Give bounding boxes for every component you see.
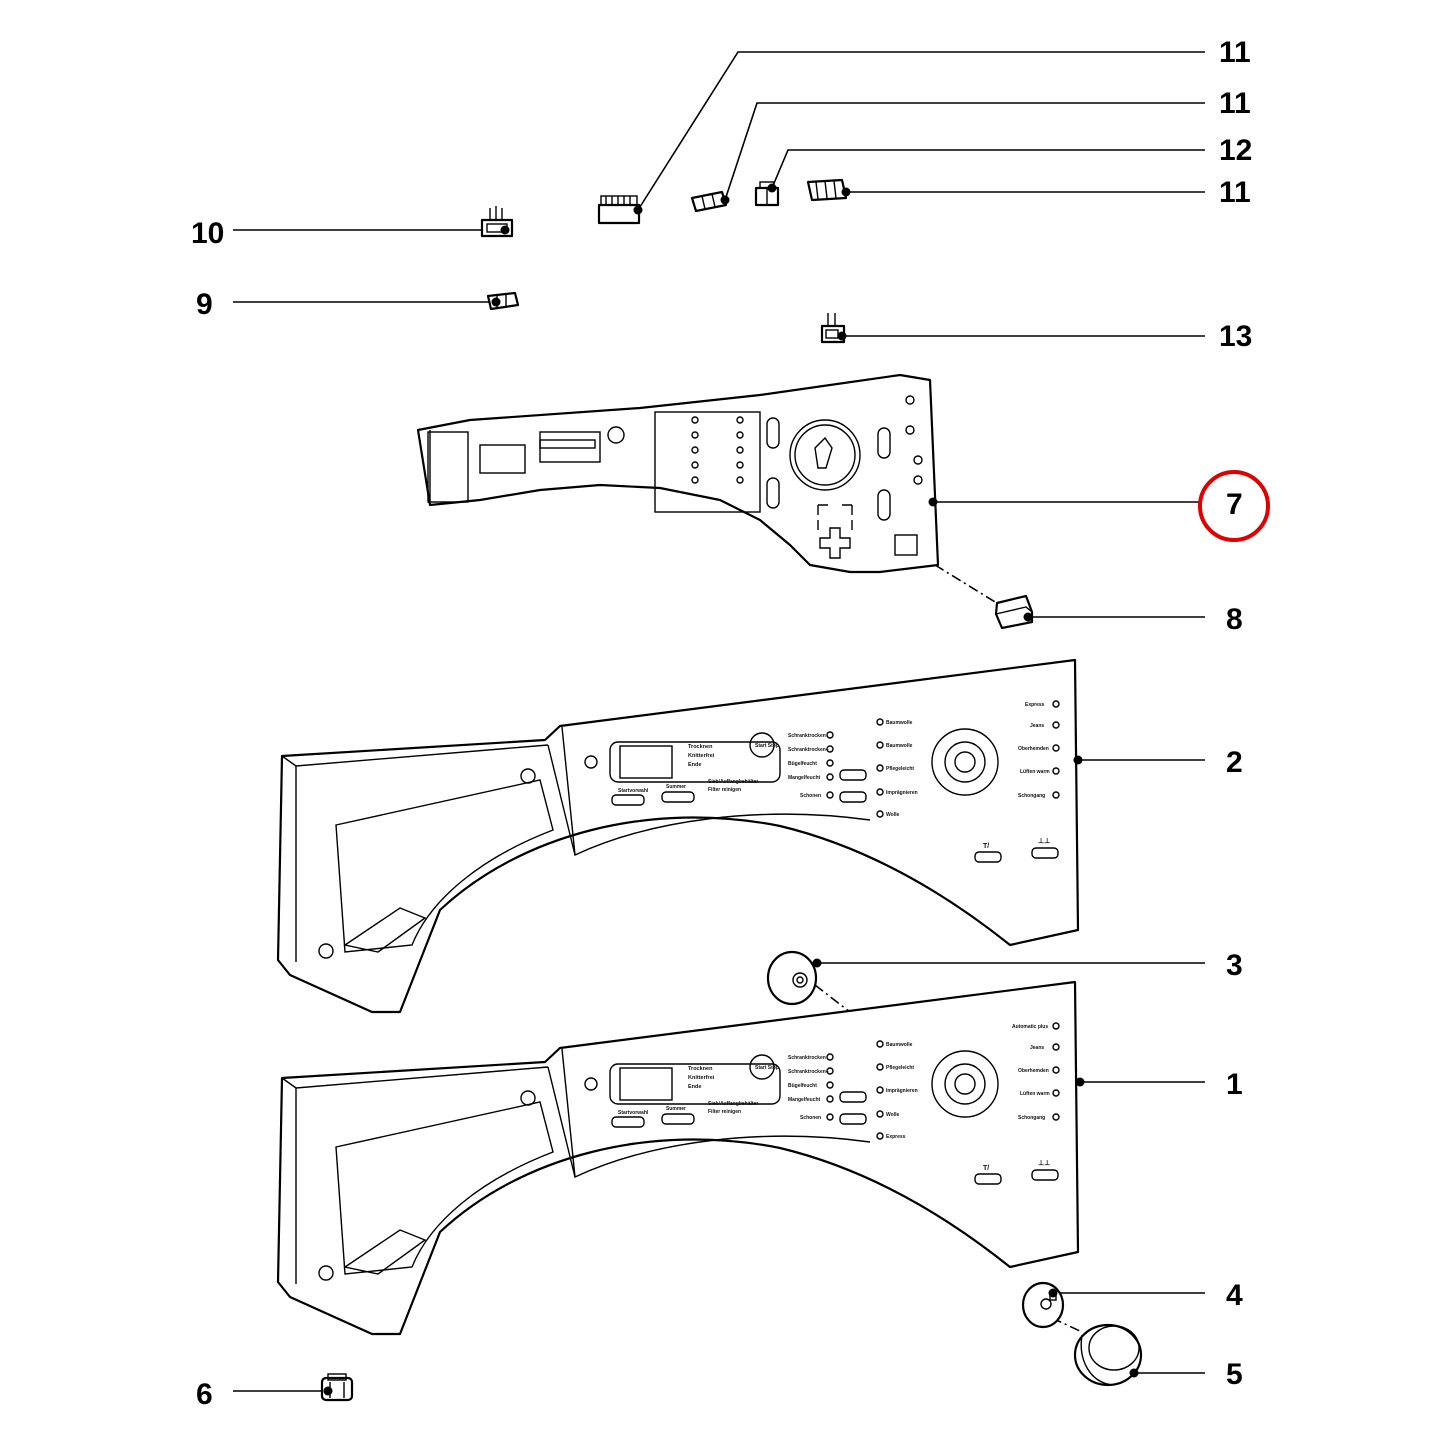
panel2-right-option-4: Schongang: [1018, 793, 1045, 799]
panel1-right-option-4: Schongang: [1018, 1115, 1045, 1121]
highlight-circle: [1198, 470, 1270, 542]
panel2-mid-option-1: Baumwolle: [886, 743, 913, 749]
panel2-mid-option-0: Baumwolle: [886, 720, 913, 726]
panel1-mid-option-3: Wolle: [886, 1112, 899, 1118]
panel2-display-label-1: Knitterfrei: [688, 753, 715, 759]
panel1-left-option-0: Schranktrocken: [788, 1055, 826, 1061]
knob-disc-part-4: [1021, 1281, 1065, 1329]
callout-3: 3: [1226, 949, 1243, 982]
leader-12: [771, 149, 1205, 189]
panel1-button-label-1: Summer: [666, 1106, 686, 1112]
panel1-mid-option-1: Pflegeleicht: [886, 1065, 914, 1071]
callout-11-third: 11: [1219, 176, 1251, 209]
leader-dots: [323, 183, 1139, 1396]
callout-6: 6: [196, 1378, 213, 1411]
knob-insert-part-3: [766, 950, 818, 1006]
panel1-mid-option-2: Imprägnieren: [886, 1088, 918, 1094]
leader-lines: [233, 51, 1205, 1392]
panel2-button-label-1: Summer: [666, 784, 686, 790]
callout-13: 13: [1219, 320, 1253, 353]
callout-7: 7: [1226, 488, 1243, 521]
connector-part-11-small: [690, 190, 728, 213]
panel2-key-right: ⊥⊥: [1038, 837, 1050, 845]
panel1-right-option-2: Oberhemden: [1018, 1068, 1049, 1074]
panel2-right-option-1: Jeans: [1030, 723, 1044, 729]
panel2-button-label-0: Startvorwahl: [618, 788, 649, 794]
panel2-left-option-0: Schranktrocken: [788, 733, 826, 739]
callout-8: 8: [1226, 603, 1243, 636]
panel1-right-option-3: Lüften warm: [1020, 1091, 1050, 1097]
leader-11-top: [637, 51, 1205, 211]
electronic-module-part-7: [416, 373, 940, 574]
panel1-left-option-4: Schonen: [800, 1115, 821, 1121]
callout-11-top: 11: [1219, 36, 1251, 69]
callout-9: 9: [196, 288, 213, 321]
panel2-right-option-3: Lüften warm: [1020, 769, 1050, 775]
connector-part-13: [820, 313, 846, 344]
callout-5: 5: [1226, 1358, 1243, 1391]
panel1-display-label-0: Trocknen: [688, 1066, 713, 1072]
panel2-status-label-0: Sieb/Auffangbehälter: [708, 779, 758, 785]
connector-part-11-large: [597, 195, 641, 225]
panel2-right-option-2: Oberhemden: [1018, 746, 1049, 752]
panel2-display-label-2: Ende: [688, 762, 701, 768]
panel1-left-option-3: Mangelfeucht: [788, 1097, 821, 1103]
panel2-display-label-0: Trocknen: [688, 744, 713, 750]
callout-1: 1: [1226, 1068, 1243, 1101]
panel2-left-option-3: Mangelfeucht: [788, 775, 821, 781]
panel1-left-option-2: Bügelfeucht: [788, 1083, 817, 1089]
callout-12: 12: [1219, 134, 1253, 167]
leader-11-second: [724, 102, 1205, 201]
panel1-display-label-1: Knitterfrei: [688, 1075, 715, 1081]
panel2-mid-option-3: Imprägnieren: [886, 790, 918, 796]
panel1-left-option-1: Schranktrocken+: [788, 1069, 829, 1075]
panel1-mid-option-4: Express: [886, 1134, 906, 1140]
panel2-status-label-1: Filter reinigen: [708, 787, 741, 793]
control-panel-part-1: [276, 980, 1080, 1336]
panel2-left-option-1: Schranktrocken+: [788, 747, 829, 753]
panel2-mid-option-4: Wolle: [886, 812, 899, 818]
panel1-button-label-0: Startvorwahl: [618, 1110, 649, 1116]
panel-2-labels: Trocknen Knitterfrei Ende Start Stop Sta…: [618, 702, 1050, 850]
control-panel-part-2: [276, 658, 1080, 1014]
panel1-status-label-1: Filter reinigen: [708, 1109, 741, 1115]
panel1-right-option-0: Automatic plus: [1012, 1024, 1048, 1030]
callout-2: 2: [1226, 746, 1243, 779]
axis-3-to-panel: [814, 984, 851, 1013]
callout-11-second: 11: [1219, 87, 1251, 120]
callout-10: 10: [191, 217, 225, 250]
panel2-right-option-0: Express: [1025, 702, 1045, 708]
panel2-key-left: T/: [983, 843, 989, 850]
panel1-key-left: T/: [983, 1165, 989, 1172]
callout-4: 4: [1226, 1279, 1243, 1312]
panel-1-labels: Trocknen Knitterfrei Ende Start Stop Sta…: [618, 1024, 1050, 1172]
axis-8-to-7: [934, 564, 1001, 606]
panel2-mid-option-2: Pflegeleicht: [886, 766, 914, 772]
knob-part-5: [1073, 1323, 1143, 1387]
panel1-start-label: Start Stop: [755, 1065, 779, 1071]
panel1-status-label-0: Sieb/Auffangbehälter: [708, 1101, 758, 1107]
panel2-start-label: Start Stop: [755, 743, 779, 749]
connector-part-11-right: [806, 178, 848, 202]
panel1-key-right: ⊥⊥: [1038, 1159, 1050, 1167]
plug-part-8: [994, 594, 1034, 630]
panel1-display-label-2: Ende: [688, 1084, 701, 1090]
panel1-right-option-1: Jeans: [1030, 1045, 1044, 1051]
panel1-mid-option-0: Baumwolle: [886, 1042, 913, 1048]
panel2-left-option-2: Bügelfeucht: [788, 761, 817, 767]
panel2-left-option-4: Schonen: [800, 793, 821, 799]
